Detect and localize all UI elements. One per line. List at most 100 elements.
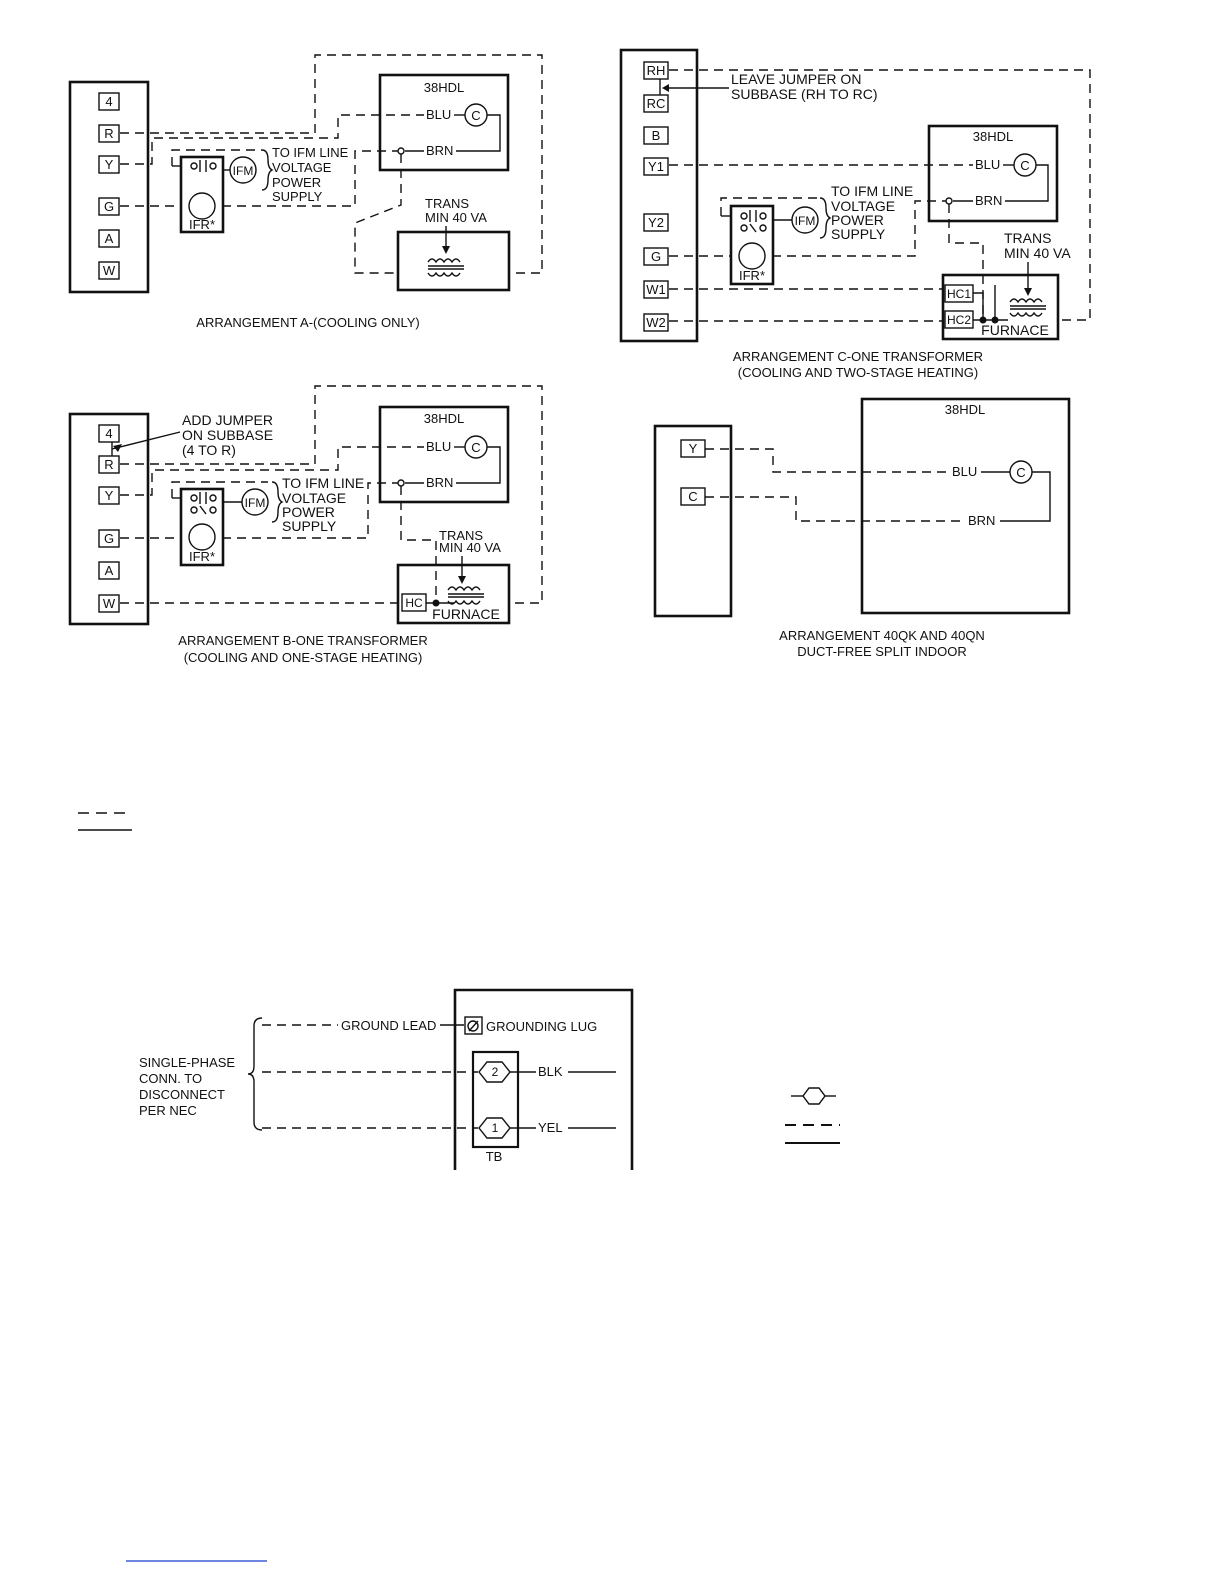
terminal-4: 4 bbox=[105, 94, 112, 109]
indoor-unit-40q bbox=[653, 424, 733, 618]
svg-text:IFM: IFM bbox=[795, 214, 816, 228]
arrangement-b: 4 R Y G A W ADD JUMPER ON SUBBASE (4 TO … bbox=[68, 385, 543, 665]
svg-text:HC1: HC1 bbox=[947, 287, 971, 301]
svg-text:W2: W2 bbox=[646, 315, 666, 330]
svg-text:BRN: BRN bbox=[975, 193, 1002, 208]
svg-text:VOLTAGE: VOLTAGE bbox=[831, 198, 895, 214]
svg-text:FURNACE: FURNACE bbox=[432, 606, 500, 622]
svg-text:IFM: IFM bbox=[233, 164, 254, 178]
svg-text:PER NEC: PER NEC bbox=[139, 1103, 197, 1118]
svg-text:(4 TO R): (4 TO R) bbox=[182, 442, 236, 458]
arrangement-40q: Y C 38HDL BLU BRN C ARRANGEMENT 40QK AND… bbox=[653, 397, 1071, 659]
svg-text:C: C bbox=[1016, 465, 1025, 480]
caption-c-1: ARRANGEMENT C-ONE TRANSFORMER bbox=[733, 349, 983, 364]
ifr-label: IFR* bbox=[189, 217, 215, 232]
svg-text:RH: RH bbox=[647, 63, 666, 78]
svg-text:POWER: POWER bbox=[831, 212, 884, 228]
caption-c-2: (COOLING AND TWO-STAGE HEATING) bbox=[738, 365, 979, 380]
caption-a: ARRANGEMENT A-(COOLING ONLY) bbox=[196, 315, 419, 330]
arrangement-a: 4 R Y G A W 38HDL BLU BRN C IFR* IFM bbox=[68, 54, 543, 330]
svg-text:SUPPLY: SUPPLY bbox=[282, 518, 337, 534]
unit-38hdl-b bbox=[378, 405, 510, 504]
svg-text:38HDL: 38HDL bbox=[973, 129, 1013, 144]
svg-text:SUBBASE (RH TO RC): SUBBASE (RH TO RC) bbox=[731, 86, 878, 102]
terminals-a: 4 R Y G A W bbox=[98, 92, 120, 280]
svg-text:SINGLE-PHASE: SINGLE-PHASE bbox=[139, 1055, 235, 1070]
svg-text:IFR*: IFR* bbox=[189, 549, 215, 564]
svg-text:A: A bbox=[105, 563, 114, 578]
svg-text:Y2: Y2 bbox=[648, 215, 664, 230]
svg-text:SUPPLY: SUPPLY bbox=[831, 226, 886, 242]
svg-text:HC2: HC2 bbox=[947, 313, 971, 327]
svg-text:C: C bbox=[1020, 158, 1029, 173]
brn-label: BRN bbox=[426, 143, 453, 158]
svg-text:38HDL: 38HDL bbox=[945, 402, 985, 417]
caption-40q-1: ARRANGEMENT 40QK AND 40QN bbox=[779, 628, 985, 643]
svg-text:IFR*: IFR* bbox=[739, 268, 765, 283]
terminal-a: A bbox=[105, 231, 114, 246]
thermostat-subbase-c bbox=[619, 48, 699, 343]
terminals-c: RH RC B Y1 Y2 G W1 W2 bbox=[643, 61, 669, 332]
svg-text:TO IFM LINE: TO IFM LINE bbox=[282, 475, 364, 491]
unit-38hdl-40q bbox=[860, 397, 1071, 615]
terminals-b: 4 R Y G A W bbox=[98, 424, 120, 613]
terminal-2-icon bbox=[478, 1061, 511, 1083]
svg-text:LEAVE JUMPER ON: LEAVE JUMPER ON bbox=[731, 71, 861, 87]
svg-text:G: G bbox=[651, 249, 661, 264]
svg-text:SUPPLY: SUPPLY bbox=[272, 189, 323, 204]
svg-text:BLU: BLU bbox=[426, 439, 451, 454]
svg-text:VOLTAGE: VOLTAGE bbox=[282, 490, 346, 506]
ifr-relay-b bbox=[179, 487, 225, 567]
transformer-a bbox=[396, 230, 511, 292]
svg-text:MIN 40 VA: MIN 40 VA bbox=[425, 210, 487, 225]
svg-text:G: G bbox=[104, 531, 114, 546]
furnace-b bbox=[396, 563, 511, 625]
svg-text:TRANS: TRANS bbox=[1004, 230, 1051, 246]
power-wiring: SINGLE-PHASE CONN. TO DISCONNECT PER NEC… bbox=[139, 988, 634, 1170]
svg-text:Y1: Y1 bbox=[648, 159, 664, 174]
unit-label: 38HDL bbox=[424, 80, 464, 95]
arrangement-c: RH RC B Y1 Y2 G W1 W2 LEAVE JUMPER ON SU… bbox=[619, 48, 1091, 380]
svg-text:MIN 40 VA: MIN 40 VA bbox=[1004, 245, 1071, 261]
svg-text:Y: Y bbox=[105, 488, 114, 503]
caption-b-2: (COOLING AND ONE-STAGE HEATING) bbox=[184, 650, 423, 665]
ifr-relay-a bbox=[179, 155, 225, 234]
svg-text:RC: RC bbox=[647, 96, 666, 111]
svg-text:38HDL: 38HDL bbox=[424, 411, 464, 426]
svg-text:FURNACE: FURNACE bbox=[981, 322, 1049, 338]
ifr-relay-c bbox=[729, 204, 775, 286]
svg-text:CONN. TO: CONN. TO bbox=[139, 1071, 202, 1086]
svg-text:YEL: YEL bbox=[538, 1120, 563, 1135]
svg-text:4: 4 bbox=[105, 426, 112, 441]
symbol-legend bbox=[785, 1087, 840, 1144]
line-legend-top bbox=[78, 812, 132, 831]
svg-text:W: W bbox=[103, 596, 116, 611]
unit-38hdl-a bbox=[378, 73, 510, 172]
svg-text:ON SUBBASE: ON SUBBASE bbox=[182, 427, 273, 443]
svg-text:BRN: BRN bbox=[426, 475, 453, 490]
svg-text:C: C bbox=[688, 489, 697, 504]
svg-text:BLU: BLU bbox=[952, 464, 977, 479]
unit-38hdl-c bbox=[927, 124, 1059, 223]
svg-text:POWER: POWER bbox=[282, 504, 335, 520]
svg-text:Y: Y bbox=[689, 441, 698, 456]
svg-text:TRANS: TRANS bbox=[425, 196, 469, 211]
svg-text:TRANS: TRANS bbox=[439, 528, 483, 543]
thermostat-subbase-a bbox=[68, 80, 150, 294]
terminal-w: W bbox=[103, 263, 116, 278]
caption-b-1: ARRANGEMENT B-ONE TRANSFORMER bbox=[178, 633, 427, 648]
svg-text:BLK: BLK bbox=[538, 1064, 563, 1079]
svg-text:BRN: BRN bbox=[968, 513, 995, 528]
caption-40q-2: DUCT-FREE SPLIT INDOOR bbox=[797, 644, 967, 659]
svg-text:IFM: IFM bbox=[245, 496, 266, 510]
terminal-r: R bbox=[104, 126, 113, 141]
svg-text:C: C bbox=[471, 440, 480, 455]
terminal-symbol-icon bbox=[802, 1087, 826, 1105]
furnace-c bbox=[941, 273, 1060, 341]
svg-text:POWER: POWER bbox=[272, 175, 321, 190]
svg-text:BLU: BLU bbox=[975, 157, 1000, 172]
svg-text:DISCONNECT: DISCONNECT bbox=[139, 1087, 225, 1102]
thermostat-subbase-b bbox=[68, 412, 150, 626]
svg-text:TO IFM LINE: TO IFM LINE bbox=[272, 145, 349, 160]
